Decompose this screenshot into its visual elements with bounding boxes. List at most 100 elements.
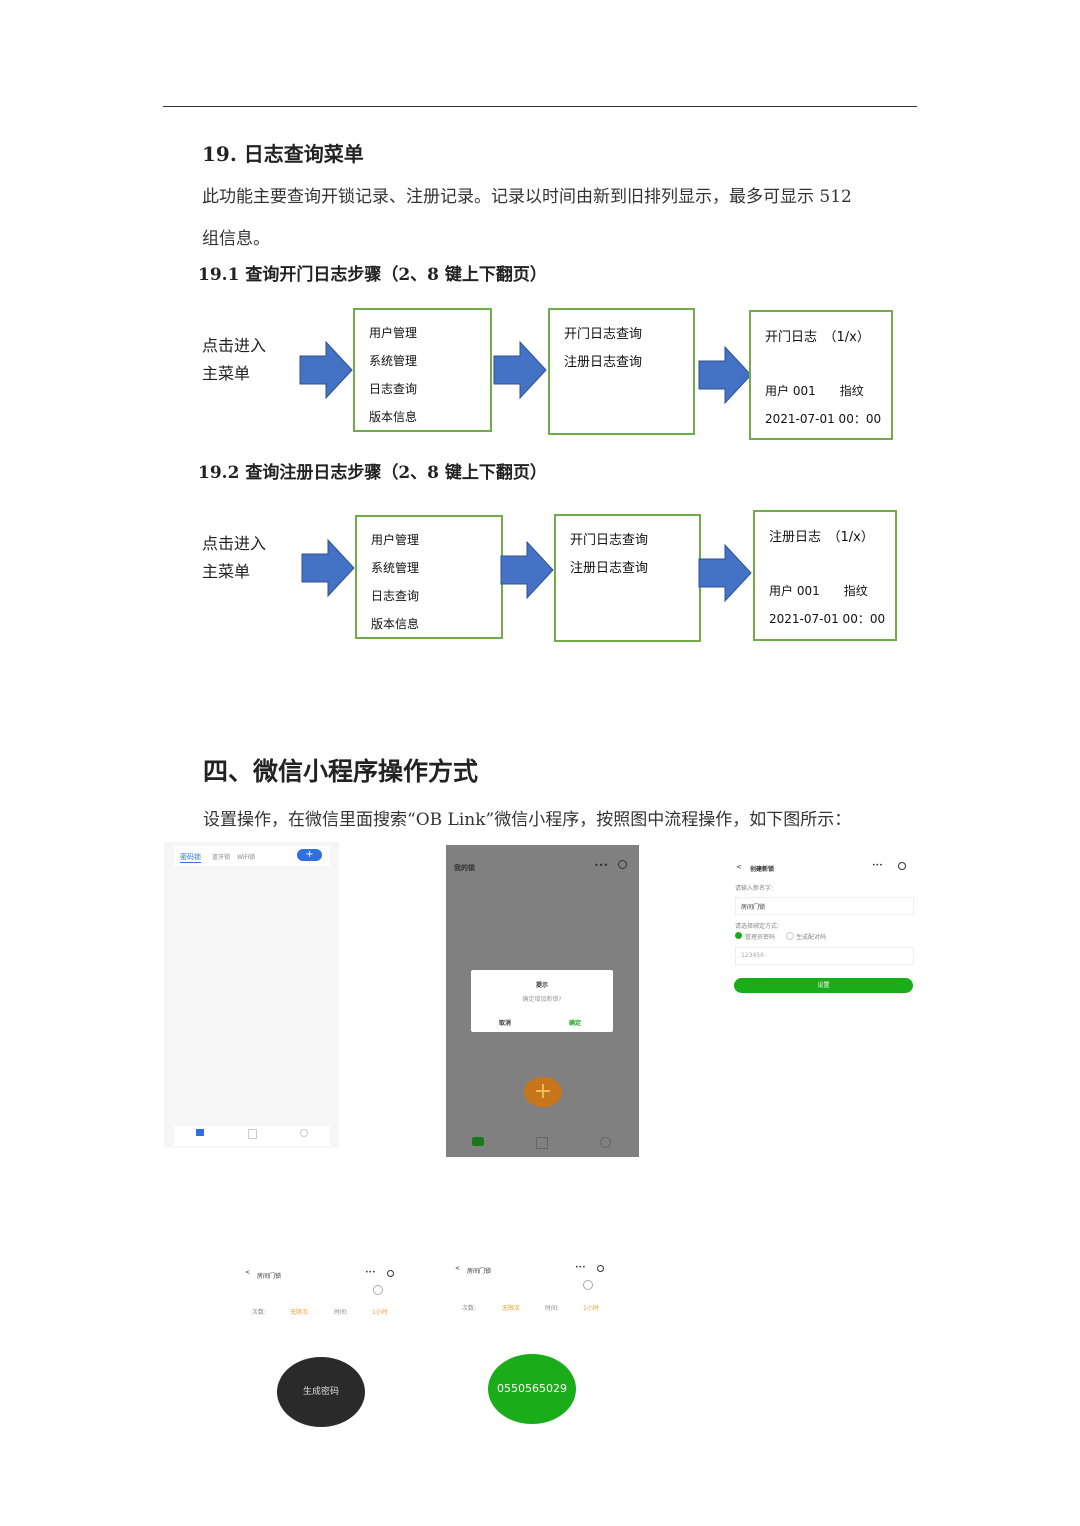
more-icon[interactable]: ••• (872, 862, 883, 869)
close-icon[interactable] (387, 1270, 394, 1277)
page-title: 创建新锁 (750, 866, 775, 873)
time-label: 时间: (334, 1309, 349, 1316)
user-icon[interactable] (600, 1137, 611, 1148)
radio-label: 生成配对码 (796, 934, 827, 941)
menu-item: 注册日志查询 (570, 561, 649, 576)
name-value: 房间门锁 (741, 904, 766, 911)
tab-wifi-lock[interactable]: WiFi锁 (237, 854, 256, 861)
field-label: 请输入新名字: (735, 885, 774, 892)
menu-box: 用户管理 系统管理 日志查询 版本信息 (353, 308, 492, 432)
bottom-nav (174, 1126, 330, 1146)
count-value[interactable]: 无限次 (502, 1305, 521, 1312)
screenshot-password-result: < 房间门锁 ••• 次数: 无限次 时间: 1小时 0550565029 (450, 1250, 620, 1430)
tab-bluetooth-lock[interactable]: 蓝牙锁 (212, 854, 231, 861)
result-title: 开门日志 （1/x） (765, 330, 870, 345)
menu-item: 日志查询 (369, 382, 418, 396)
user-icon[interactable] (300, 1129, 308, 1137)
screenshot-create-lock: < 创建新锁 ••• 请输入新名字: 房间门锁 请选择绑定方式: 管理员密码 生… (730, 845, 920, 1005)
start-line: 主菜单 (202, 364, 251, 383)
arrow-right-icon (698, 345, 752, 405)
password-value: 123456 (741, 952, 764, 959)
back-icon[interactable]: < (245, 1269, 251, 1276)
tab-bar (174, 846, 330, 866)
result-title: 注册日志 （1/x） (769, 530, 874, 545)
start-line: 主菜单 (202, 562, 251, 581)
dialog-title: 提示 (535, 982, 548, 989)
menu-item: 版本信息 (371, 617, 420, 631)
time-value[interactable]: 1小时 (372, 1309, 388, 1316)
submit-button[interactable]: 设置 (734, 978, 913, 993)
add-fab-button[interactable]: + (524, 1077, 562, 1107)
lock-icon[interactable] (472, 1137, 484, 1146)
edit-icon[interactable] (373, 1285, 383, 1295)
dialog-message: 确定增加新锁? (522, 996, 562, 1003)
menu-item: 系统管理 (371, 561, 420, 575)
password-code: 0550565029 (488, 1354, 576, 1424)
screenshot-add-lock-dialog: 我的锁 ••• 提示 确定增加新锁? 取消 确定 + (446, 845, 639, 1157)
paragraph: 此功能主要查询开锁记录、注册记录。记录以时间由新到旧排列显示，最多可显示 512 (202, 187, 852, 207)
screenshot-generate-password: < 房间门锁 ••• 次数: 无限次 时间: 1小时 生成密码 (240, 1255, 410, 1435)
screenshot-lock-list: 密码锁 蓝牙锁 WiFi锁 + (164, 842, 339, 1148)
section-title: 19. 日志查询菜单 (202, 142, 364, 166)
start-line: 点击进入 (202, 336, 267, 355)
arrow-right-icon (299, 340, 353, 400)
edit-icon[interactable] (583, 1280, 593, 1290)
result-box: 注册日志 （1/x） 用户 001 指纹 2021-07-01 00：00 (753, 510, 897, 641)
result-box: 开门日志 （1/x） 用户 001 指纹 2021-07-01 00：00 (749, 310, 893, 440)
tab-password-lock[interactable]: 密码锁 (180, 853, 201, 863)
field-label: 请选择绑定方式: (735, 923, 780, 930)
result-user: 用户 001 指纹 (765, 384, 864, 398)
lock-icon[interactable] (196, 1129, 204, 1136)
menu-item: 注册日志查询 (564, 355, 643, 370)
record-icon[interactable] (536, 1137, 548, 1149)
subsection-title: 19.1 查询开门日志步骤（2、8 键上下翻页） (198, 265, 547, 285)
menu-item: 版本信息 (369, 410, 418, 424)
arrow-right-icon (500, 540, 554, 600)
start-label: 点击进入主菜单 (202, 332, 266, 388)
menu-item: 开门日志查询 (564, 327, 643, 342)
more-icon[interactable]: ••• (575, 1264, 586, 1271)
start-label: 点击进入主菜单 (202, 530, 266, 586)
confirm-dialog: 提示 确定增加新锁? 取消 确定 (471, 970, 613, 1032)
count-value[interactable]: 无限次 (290, 1309, 309, 1316)
section-title: 四、微信小程序操作方式 (203, 757, 479, 786)
close-icon[interactable] (597, 1265, 604, 1272)
page-title: 房间门锁 (467, 1268, 492, 1275)
confirm-button[interactable]: 确定 (569, 1020, 582, 1027)
result-user: 用户 001 指纹 (769, 584, 868, 598)
result-time: 2021-07-01 00：00 (765, 412, 882, 426)
menu-item: 日志查询 (371, 589, 420, 603)
more-icon[interactable]: ••• (594, 861, 609, 870)
radio-admin-password[interactable] (735, 932, 742, 939)
menu-item: 用户管理 (369, 326, 418, 340)
back-icon[interactable]: < (736, 863, 742, 871)
close-icon[interactable] (618, 860, 627, 869)
radio-label: 管理员密码 (745, 934, 776, 941)
paragraph: 设置操作，在微信里面搜索“OB Link”微信小程序，按照图中流程操作，如下图所… (203, 810, 852, 830)
password-input[interactable]: 123456 (735, 947, 914, 965)
paragraph: 组信息。 (202, 229, 270, 249)
log-menu-box: 开门日志查询 注册日志查询 (554, 514, 701, 642)
cancel-button[interactable]: 取消 (499, 1020, 512, 1027)
back-icon[interactable]: < (455, 1265, 461, 1272)
header-rule (163, 106, 917, 107)
close-icon[interactable] (898, 862, 906, 870)
record-icon[interactable] (248, 1129, 257, 1139)
count-label: 次数: (252, 1309, 267, 1316)
generate-password-button[interactable]: 生成密码 (277, 1357, 365, 1427)
result-time: 2021-07-01 00：00 (769, 612, 886, 626)
count-label: 次数: (462, 1305, 477, 1312)
arrow-right-icon (301, 538, 355, 598)
time-value[interactable]: 1小时 (583, 1305, 599, 1312)
menu-item: 开门日志查询 (570, 533, 649, 548)
page-title: 我的锁 (454, 864, 475, 872)
menu-item: 用户管理 (371, 533, 420, 547)
add-button[interactable]: + (297, 849, 322, 861)
time-label: 时间: (545, 1305, 560, 1312)
menu-box: 用户管理 系统管理 日志查询 版本信息 (355, 515, 503, 639)
more-icon[interactable]: ••• (365, 1269, 376, 1276)
radio-pair-code[interactable] (786, 932, 794, 940)
name-input[interactable]: 房间门锁 (735, 897, 914, 915)
subsection-title: 19.2 查询注册日志步骤（2、8 键上下翻页） (198, 463, 547, 483)
